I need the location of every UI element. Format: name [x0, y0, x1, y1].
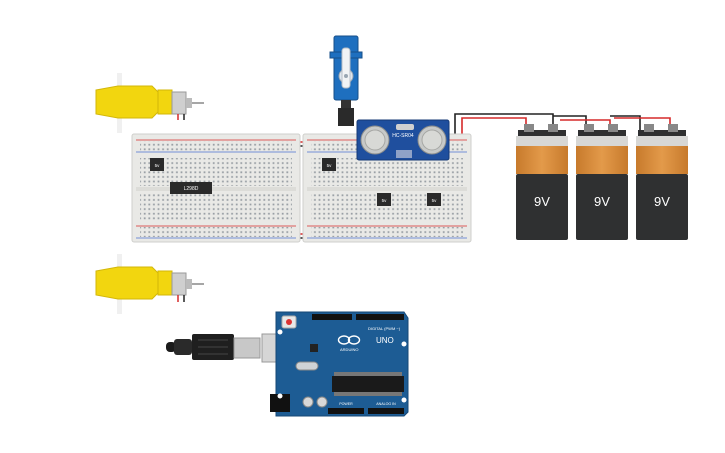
- digital-header-1: [312, 314, 352, 320]
- battery-1[interactable]: 9V: [516, 124, 568, 240]
- regulator-label: 5v: [327, 163, 333, 168]
- regulator-label: 5v: [382, 198, 388, 203]
- arduino-logo: [337, 335, 361, 345]
- battery-2[interactable]: 9V: [576, 124, 628, 240]
- battery-label: 9V: [534, 194, 550, 209]
- wire-black-battery: [454, 113, 554, 150]
- power-jack[interactable]: [270, 394, 290, 412]
- battery-label: 9V: [654, 194, 670, 209]
- ultrasonic-sensor[interactable]: HC-SR04: [356, 119, 450, 161]
- motor-driver-ic[interactable]: L298D: [170, 182, 212, 194]
- ic-label: L298D: [184, 186, 199, 192]
- voltage-regulator-1[interactable]: 5v: [150, 158, 164, 171]
- dc-motor-bottom[interactable]: [95, 254, 204, 314]
- sensor-model-label: HC-SR04: [392, 133, 414, 139]
- power-label: POWER: [339, 402, 353, 406]
- arduino-uno-board[interactable]: DIGITAL (PWM ~) UNO ARDUINO POWER ANALOG…: [270, 311, 409, 417]
- wire-black-chain-2: [610, 115, 641, 130]
- battery-3[interactable]: 9V: [636, 124, 688, 240]
- power-header: [328, 408, 364, 414]
- dc-motor-top[interactable]: [95, 73, 204, 133]
- battery-label: 9V: [594, 194, 610, 209]
- digital-label: DIGITAL (PWM ~): [368, 326, 401, 331]
- servo-motor[interactable]: [329, 35, 363, 126]
- regulator-label: 5v: [432, 198, 438, 203]
- analog-header: [368, 408, 404, 414]
- digital-header-2: [356, 314, 404, 320]
- voltage-regulator-2[interactable]: 5v: [322, 158, 336, 171]
- regulator-label: 5v: [155, 163, 161, 168]
- atmega-chip: [332, 376, 404, 392]
- voltage-regulator-3[interactable]: 5v: [377, 193, 391, 206]
- arduino-logo-text: ARDUINO: [340, 347, 358, 352]
- wire-red-chain-2: [614, 117, 671, 130]
- analog-label: ANALOG IN: [376, 402, 396, 406]
- voltage-regulator-4[interactable]: 5v: [427, 193, 441, 206]
- arduino-model-text: UNO: [376, 336, 394, 345]
- usb-cable[interactable]: [166, 333, 287, 363]
